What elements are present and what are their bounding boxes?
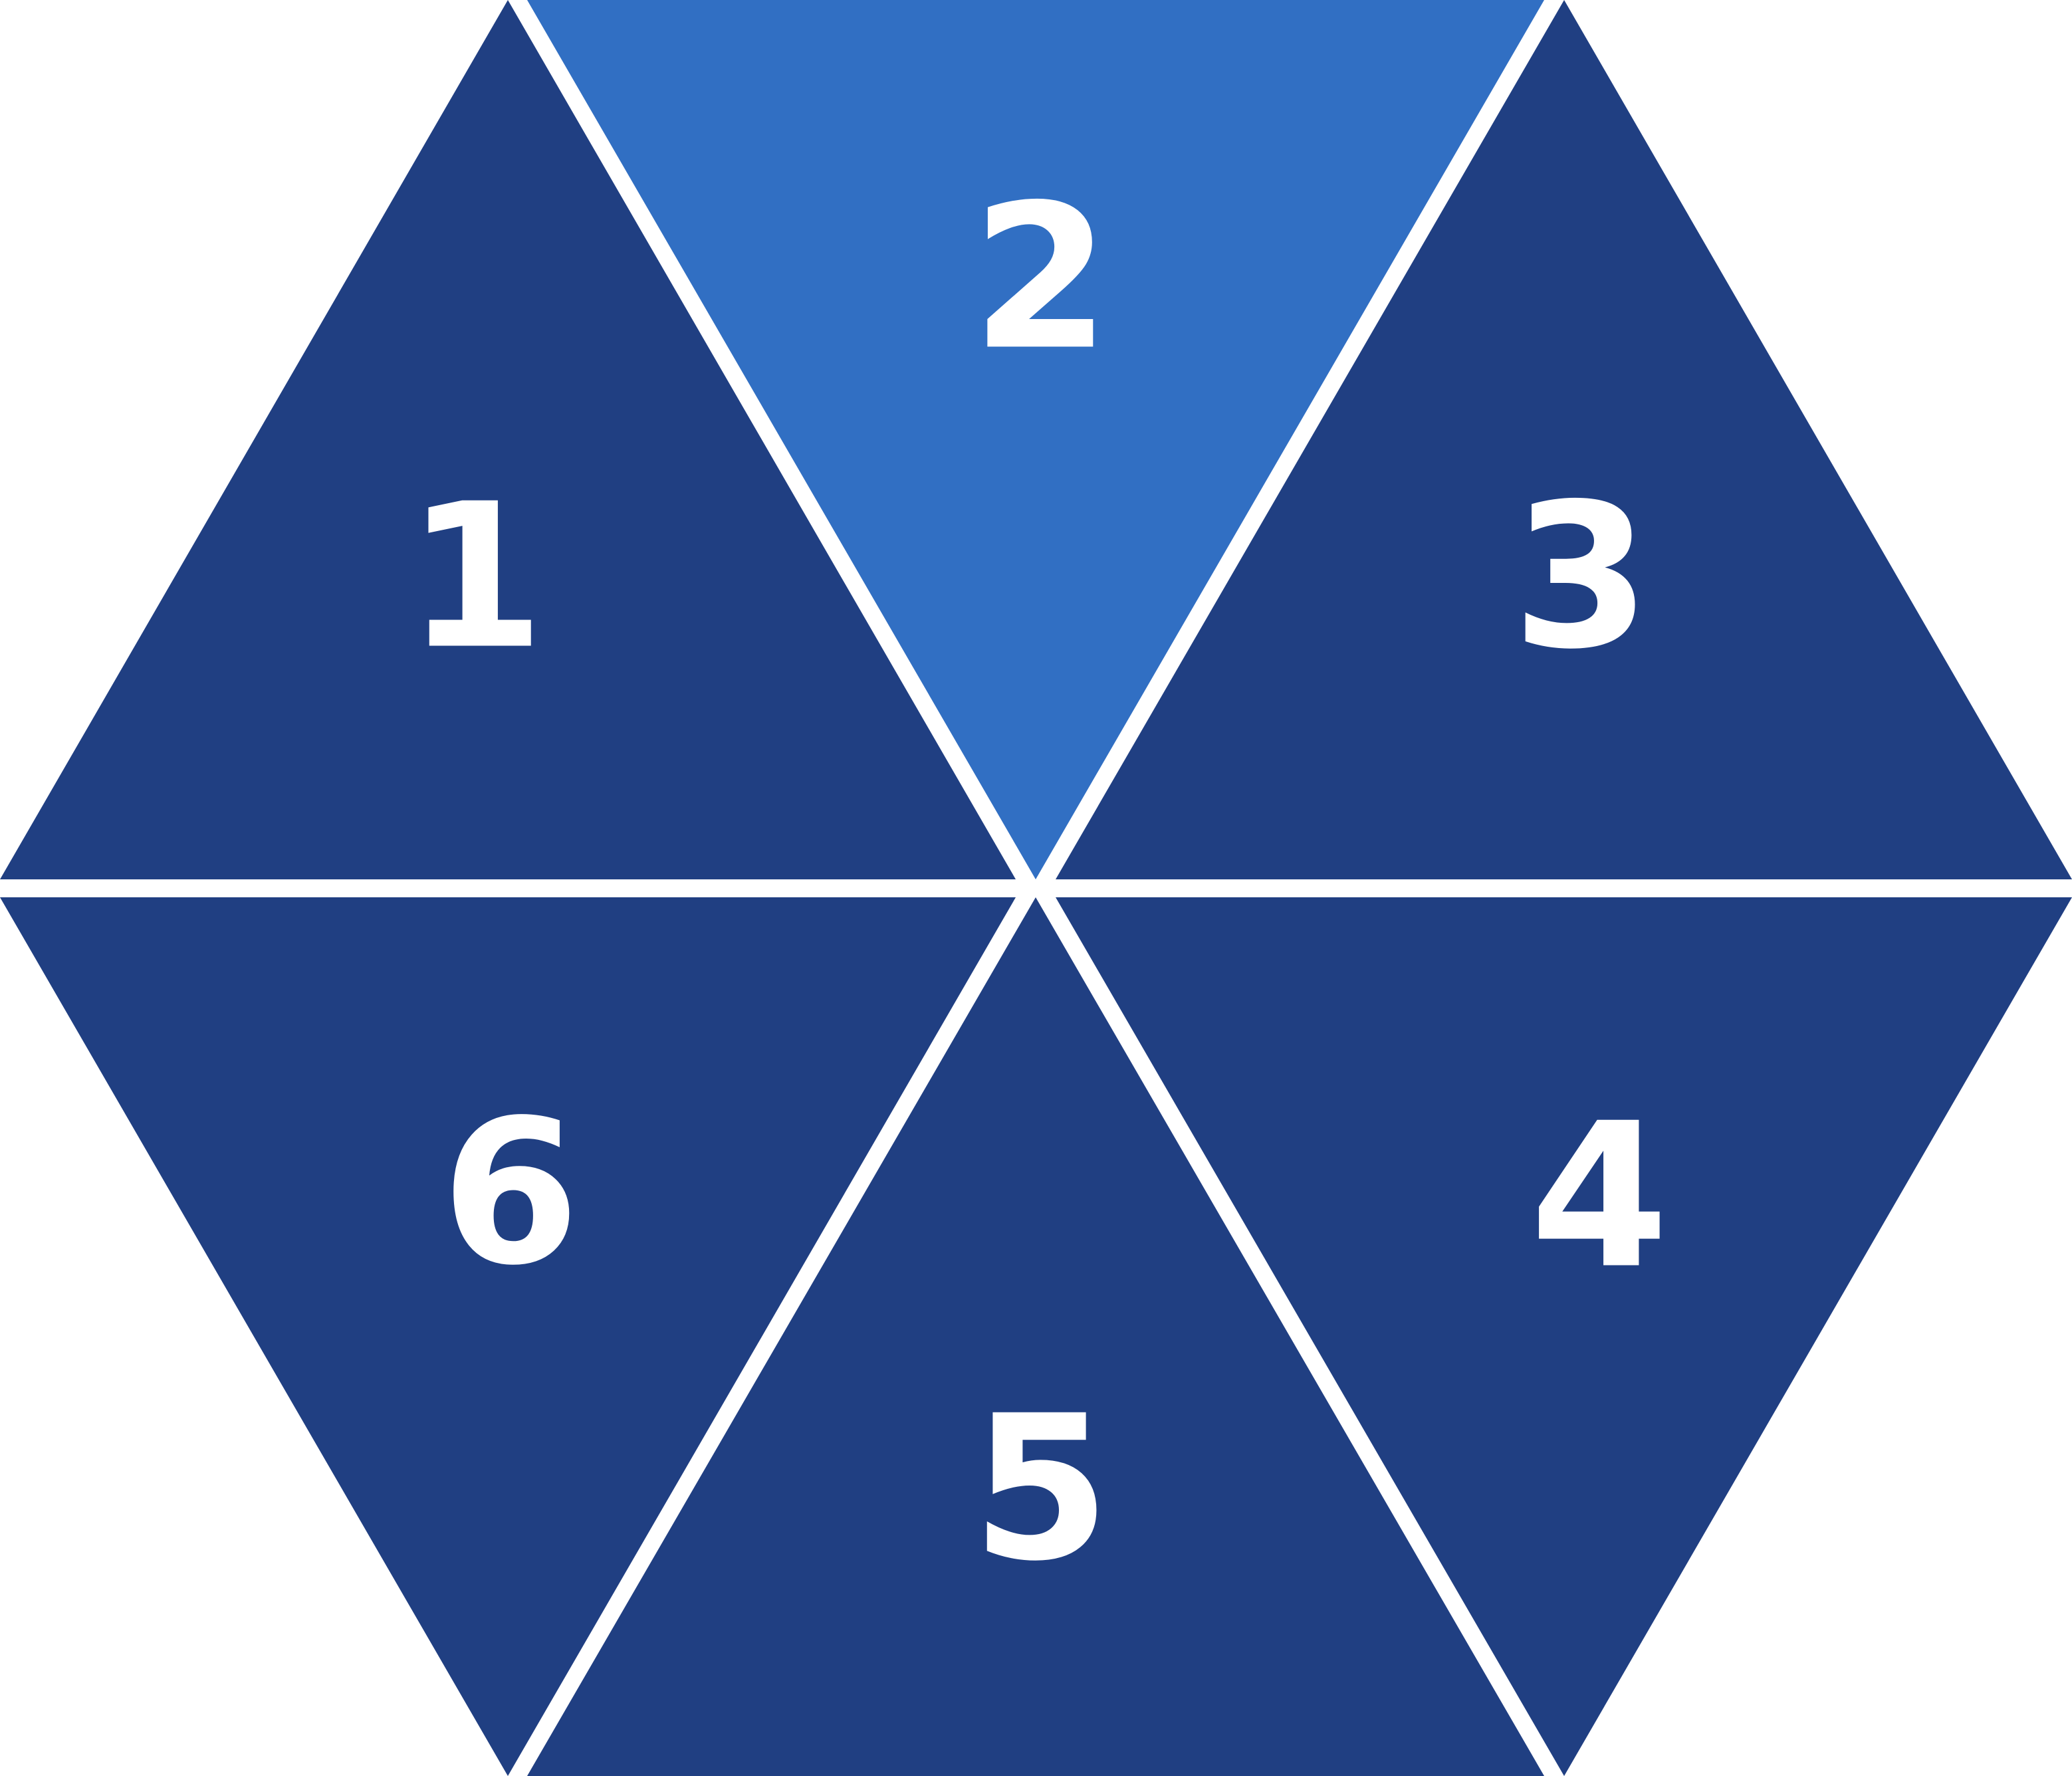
segment-4-label: 4 [1530,1081,1669,1313]
segment-3-label: 3 [1512,461,1651,693]
segment-6 [0,897,1016,1776]
segment-5 [527,897,1544,1776]
segment-6-label: 6 [441,1077,580,1309]
segment-4 [1056,897,2072,1776]
segment-1-label: 1 [406,461,545,693]
segment-5-label: 5 [972,1373,1111,1605]
segment-1 [0,0,1016,879]
segment-2 [527,0,1544,879]
segment-2-label: 2 [972,162,1111,394]
segment-3 [1056,0,2072,879]
